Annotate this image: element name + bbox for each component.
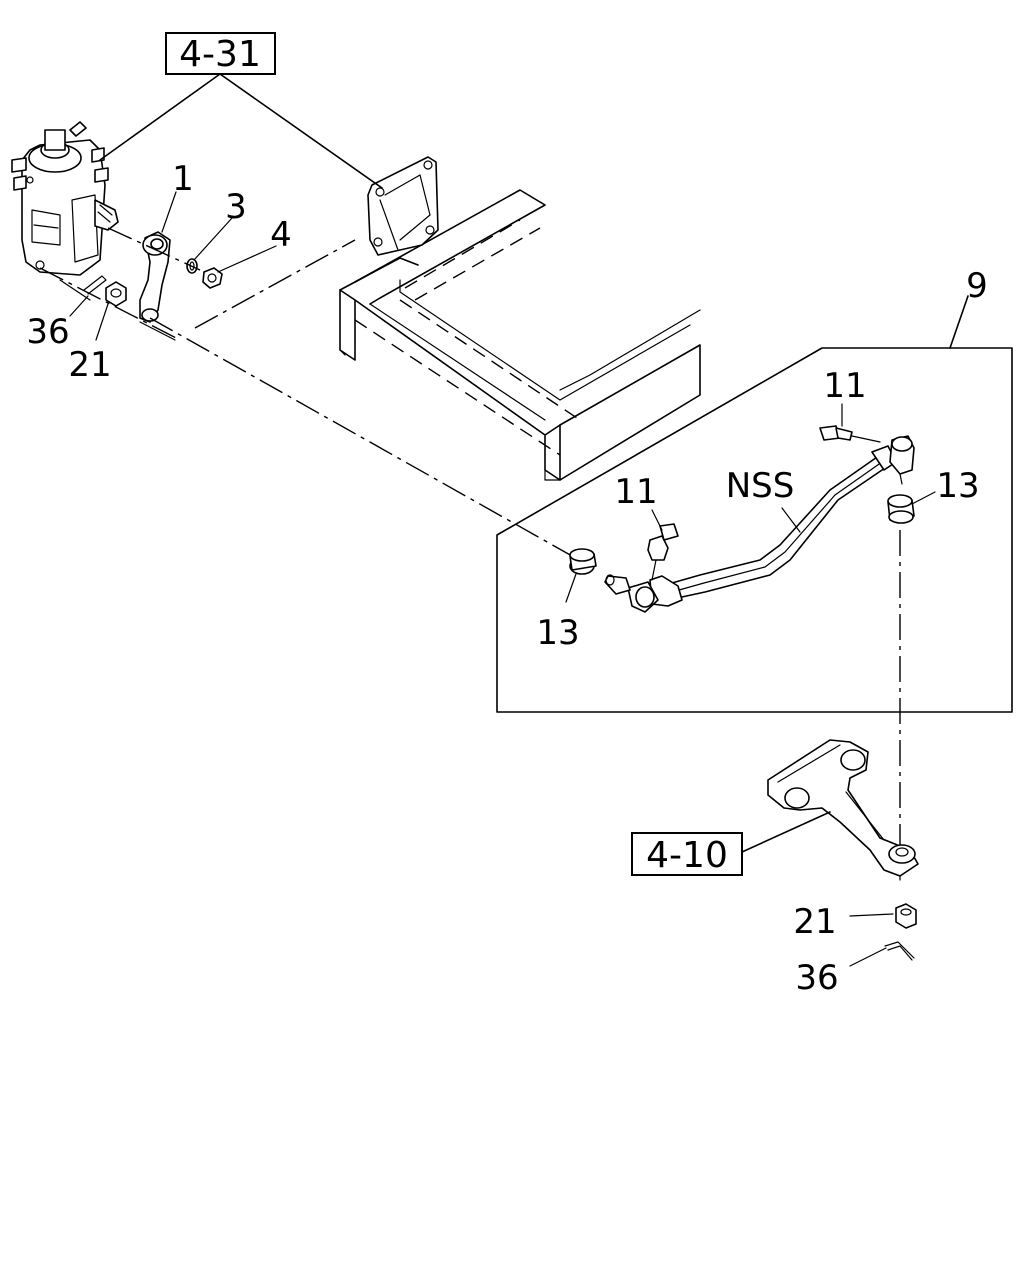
callout-11-left[interactable]: 11: [614, 472, 657, 512]
cotter-pin-part-36-upper: [83, 275, 107, 295]
callout-9[interactable]: 9: [966, 266, 988, 306]
pitman-arm: [139, 231, 171, 323]
drag-link-assembly: [604, 435, 915, 613]
callout-21-lower[interactable]: 21: [793, 902, 836, 942]
idler-arm: [767, 739, 919, 881]
ref-box-4-10[interactable]: 4-10: [631, 832, 743, 876]
callout-21-upper[interactable]: 21: [68, 345, 111, 385]
assembly-9-boundary: [496, 295, 1013, 713]
nut-part-4: [202, 267, 223, 289]
ref-4-31-leaders: [99, 73, 383, 189]
dust-cover-part-13-left: [569, 548, 597, 575]
callout-36-lower[interactable]: 36: [795, 958, 838, 998]
ref-box-4-10-text: 4-10: [646, 835, 728, 876]
callout-1[interactable]: 1: [172, 159, 194, 199]
alignment-lines: [39, 227, 901, 875]
callout-leaders: [69, 191, 936, 967]
callout-nss[interactable]: NSS: [726, 466, 795, 506]
steering-gear-box: [11, 121, 119, 276]
chassis-frame: [339, 189, 701, 481]
grease-nipple-part-11-left: [647, 523, 679, 581]
callout-11-right[interactable]: 11: [823, 366, 866, 406]
callout-4[interactable]: 4: [270, 215, 292, 255]
callout-13-right[interactable]: 13: [936, 466, 979, 506]
ref-box-4-31[interactable]: 4-31: [165, 32, 276, 75]
grease-nipple-part-11-right: [819, 425, 881, 443]
ref-4-10-leader: [741, 811, 831, 853]
callout-13-left[interactable]: 13: [536, 613, 579, 653]
castle-nut-part-21-lower: [895, 903, 917, 929]
ref-box-4-31-text: 4-31: [179, 34, 261, 75]
castle-nut-part-21-upper: [105, 281, 127, 307]
cotter-pin-part-36-lower: [884, 941, 915, 961]
frame-bracket: [367, 156, 439, 256]
dust-cover-part-13-right: [887, 494, 915, 524]
callout-3[interactable]: 3: [225, 187, 247, 227]
callout-36-upper[interactable]: 36: [26, 312, 69, 352]
